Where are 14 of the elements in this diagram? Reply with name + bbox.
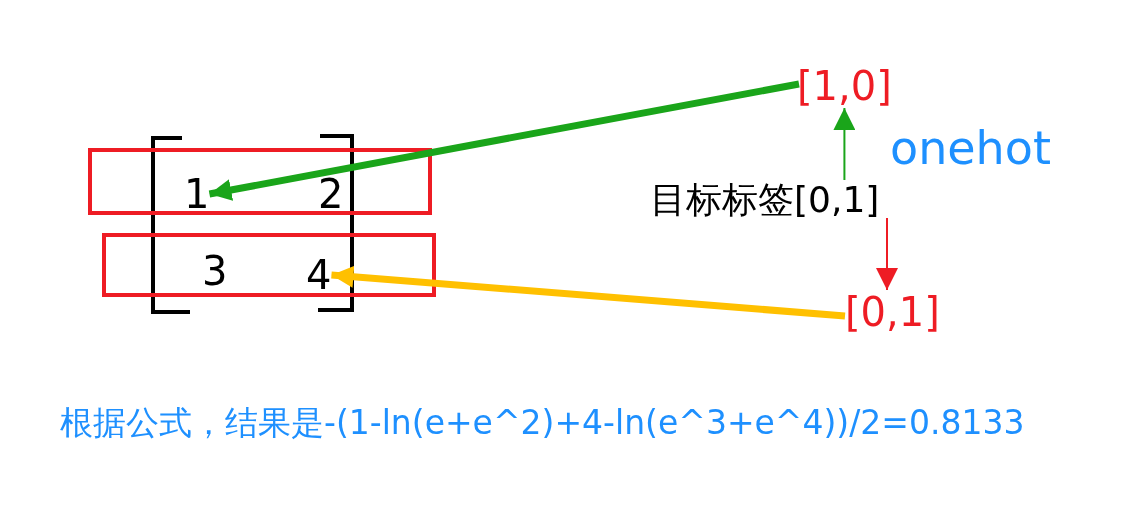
row-highlight-box (88, 148, 432, 215)
vector-text: 目标标签[0,1] (650, 182, 880, 218)
arrow (208, 80, 800, 201)
arrow (876, 217, 898, 291)
formula-text: 根据公式，结果是-(1-ln(e+e^2)+4-ln(e^3+e^4))/2=0.8133 (60, 406, 1025, 439)
annotation-text: onehot (890, 125, 1051, 171)
row-highlight-box (102, 233, 436, 297)
vector-text: [1,0] (797, 66, 892, 106)
matrix-entry: 1 (184, 174, 210, 214)
matrix-entry: 3 (202, 251, 228, 291)
vector-text: [0,1] (845, 292, 940, 332)
arrow (833, 107, 856, 181)
matrix-entry: 4 (306, 255, 332, 295)
matrix-entry: 2 (318, 174, 344, 214)
